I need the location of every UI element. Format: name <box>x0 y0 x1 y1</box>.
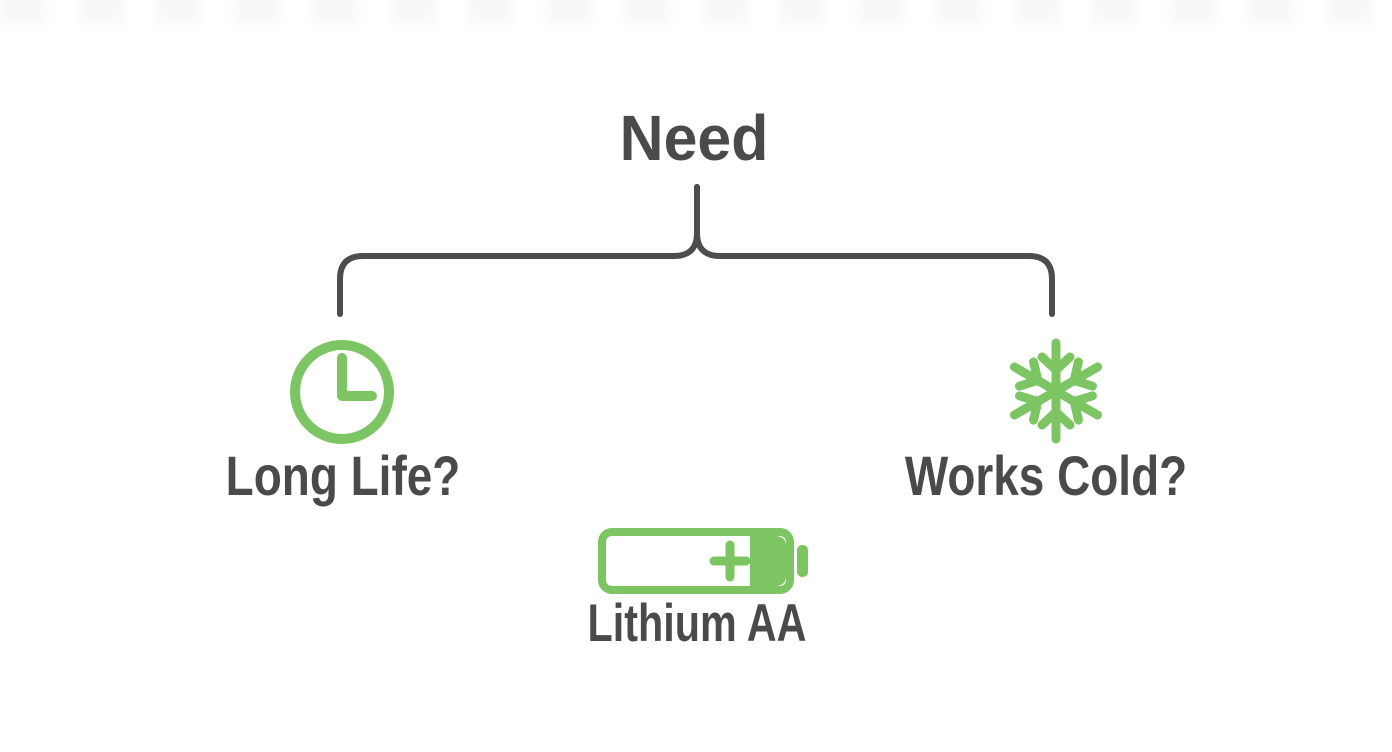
branch-long-life-label: Long Life? <box>225 444 461 507</box>
battery-terminal <box>797 545 808 577</box>
battery-plus-icon <box>709 540 751 582</box>
battery-icon <box>598 528 808 594</box>
battery-charge-segment <box>750 536 786 586</box>
clock-icon <box>290 340 394 444</box>
top-edge-ghost-artifact <box>0 0 1392 24</box>
connector-left-branch <box>337 184 700 317</box>
result-node-label: Lithium AA <box>587 594 807 653</box>
snowflake-icon <box>1009 338 1103 444</box>
root-node-label: Need <box>619 102 769 174</box>
branch-works-cold-label: Works Cold? <box>904 444 1188 507</box>
connector-right-branch <box>694 184 1055 317</box>
